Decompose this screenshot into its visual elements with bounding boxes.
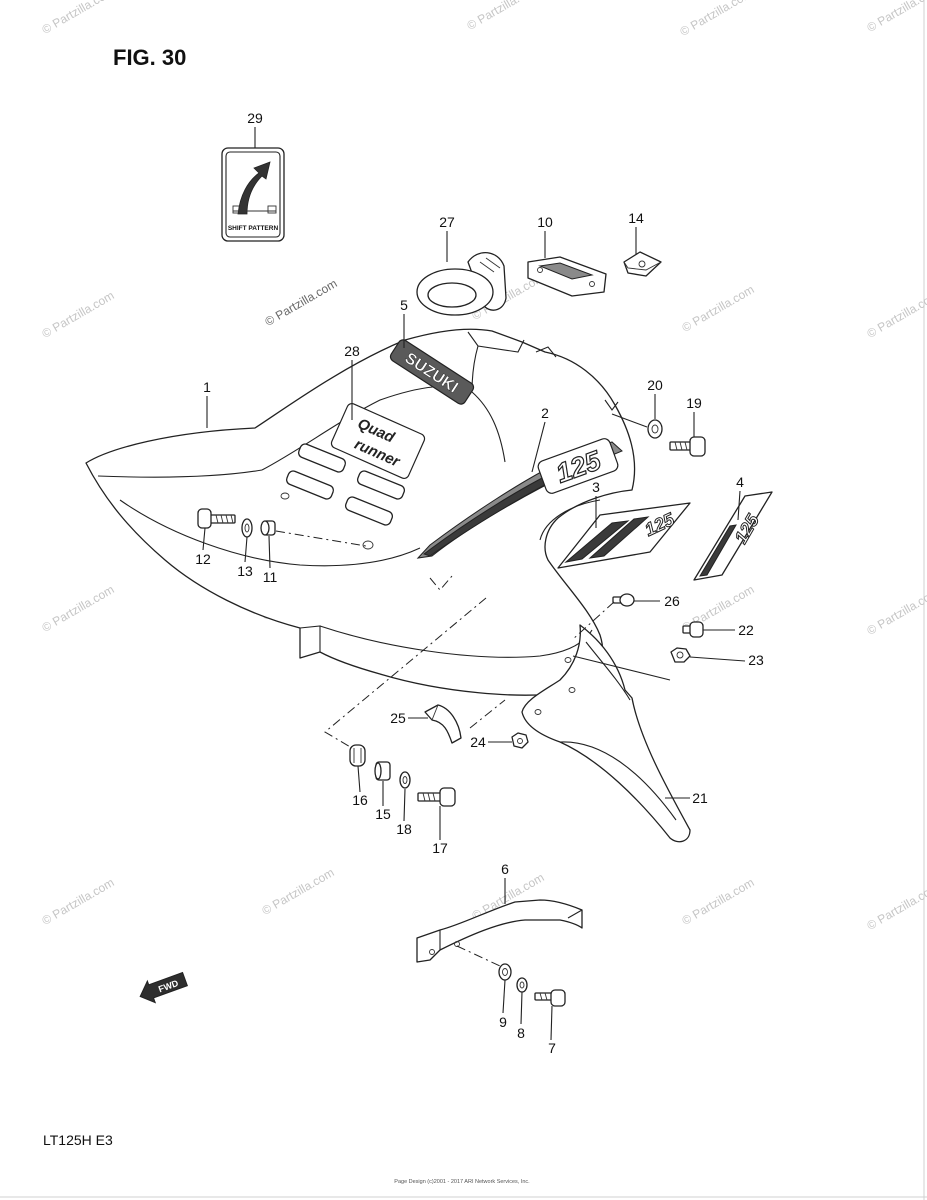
shift-pattern-text: SHIFT PATTERN bbox=[228, 225, 279, 232]
part-26-screw bbox=[612, 593, 635, 607]
part-label-24: 24 bbox=[470, 734, 486, 750]
assembly-line bbox=[275, 530, 367, 547]
watermark: © Partzilla.com bbox=[259, 865, 336, 918]
part-label-23: 23 bbox=[748, 652, 764, 668]
leader-line-7 bbox=[550, 1005, 553, 1041]
part-label-9: 9 bbox=[499, 1014, 507, 1030]
part-label-7: 7 bbox=[548, 1040, 556, 1056]
assembly-line bbox=[469, 699, 506, 729]
part-label-15: 15 bbox=[375, 806, 391, 822]
part-label-19: 19 bbox=[686, 395, 702, 411]
part-24-nut bbox=[511, 732, 529, 749]
part-label-28: 28 bbox=[344, 343, 360, 359]
model-code: LT125H E3 bbox=[43, 1132, 113, 1148]
figure-title: FIG. 30 bbox=[113, 45, 186, 70]
watermark: © Partzilla.com bbox=[864, 0, 927, 35]
leader-line-13 bbox=[244, 536, 248, 563]
part-29-shift-pattern-label: SHIFT PATTERN bbox=[221, 147, 285, 242]
assembly-line bbox=[611, 413, 648, 428]
leader-line-2 bbox=[531, 421, 546, 473]
leader-line-16 bbox=[357, 765, 361, 793]
part-label-16: 16 bbox=[352, 792, 368, 808]
part-label-20: 20 bbox=[647, 377, 663, 393]
part-25-clip bbox=[424, 704, 462, 744]
forward-arrow-icon: FWD bbox=[139, 971, 188, 1004]
part-9-washer bbox=[498, 963, 512, 981]
part-14-clip-nut bbox=[623, 251, 662, 277]
part-17-bolt bbox=[417, 787, 456, 807]
part-8-washer bbox=[516, 977, 528, 993]
leader-line-12 bbox=[202, 527, 206, 551]
part-10-plate bbox=[527, 256, 607, 297]
assembly-line bbox=[456, 945, 501, 967]
part-label-17: 17 bbox=[432, 840, 448, 856]
part-label-21: 21 bbox=[692, 790, 708, 806]
part-21-mud-flap bbox=[521, 624, 691, 843]
part-20-washer bbox=[647, 419, 663, 439]
part-22-bolt bbox=[682, 621, 704, 638]
part-label-8: 8 bbox=[517, 1025, 525, 1041]
leader-line-11 bbox=[268, 535, 271, 569]
watermark: © Partzilla.com bbox=[262, 276, 339, 329]
part-label-3: 3 bbox=[592, 479, 600, 495]
leader-line-23 bbox=[689, 656, 746, 662]
part-7-bolt bbox=[534, 989, 566, 1007]
part-label-14: 14 bbox=[628, 210, 644, 226]
part-labels: 29 27 10 14 5 28 1 20 19 2 3 4 12 13 11 … bbox=[195, 110, 764, 1056]
part-2-side-stripe-decal: 125 bbox=[416, 438, 623, 559]
part-label-4: 4 bbox=[736, 474, 744, 490]
part-label-13: 13 bbox=[237, 563, 253, 579]
part-label-5: 5 bbox=[400, 297, 408, 313]
leader-line-4 bbox=[737, 490, 741, 521]
part-label-1: 1 bbox=[203, 379, 211, 395]
part-label-27: 27 bbox=[439, 214, 455, 230]
watermark: © Partzilla.com bbox=[39, 582, 116, 635]
part-6-bracket bbox=[416, 899, 583, 963]
part-label-26: 26 bbox=[664, 593, 680, 609]
part-23-nut bbox=[670, 647, 691, 663]
watermark: © Partzilla.com bbox=[864, 585, 927, 638]
assembly-line bbox=[572, 655, 671, 681]
part-label-11: 11 bbox=[263, 569, 278, 585]
part-label-18: 18 bbox=[396, 821, 412, 837]
assembly-lines bbox=[275, 413, 671, 967]
watermark: © Partzilla.com bbox=[39, 0, 116, 37]
watermark: © Partzilla.com bbox=[39, 288, 116, 341]
part-19-bolt bbox=[669, 436, 706, 457]
leader-lines bbox=[202, 127, 746, 1041]
watermark: © Partzilla.com bbox=[677, 0, 754, 39]
part-1-front-fender bbox=[85, 328, 636, 696]
leader-line-8 bbox=[520, 991, 523, 1025]
footer-copyright: Page Design (c)2001 - 2017 ARI Network S… bbox=[394, 1179, 530, 1185]
part-label-25: 25 bbox=[390, 710, 406, 726]
watermark: © Partzilla.com bbox=[39, 875, 116, 928]
part-label-2: 2 bbox=[541, 405, 549, 421]
part-3-decal: 125 bbox=[557, 502, 691, 569]
assembly-line bbox=[324, 597, 487, 749]
watermark: © Partzilla.com bbox=[464, 0, 541, 33]
part-label-10: 10 bbox=[537, 214, 553, 230]
part-12-bolt bbox=[197, 508, 236, 529]
watermark: © Partzilla.com bbox=[864, 880, 927, 933]
part-18-washer bbox=[399, 771, 411, 789]
watermark: © Partzilla.com bbox=[864, 288, 927, 341]
part-11-collar bbox=[260, 520, 276, 536]
part-4-decal: 125 bbox=[693, 491, 773, 581]
watermark: © Partzilla.com bbox=[679, 282, 756, 335]
part-16-grommet bbox=[349, 744, 366, 767]
part-13-washer bbox=[241, 518, 253, 538]
leader-line-9 bbox=[502, 979, 506, 1014]
part-15-collar bbox=[374, 761, 391, 781]
part-label-22: 22 bbox=[738, 622, 754, 638]
part-27-ring bbox=[416, 252, 507, 316]
part-label-6: 6 bbox=[501, 861, 509, 877]
watermark: © Partzilla.com bbox=[679, 875, 756, 928]
part-label-29: 29 bbox=[247, 110, 263, 126]
leader-line-18 bbox=[403, 788, 406, 822]
part-label-12: 12 bbox=[195, 551, 211, 567]
